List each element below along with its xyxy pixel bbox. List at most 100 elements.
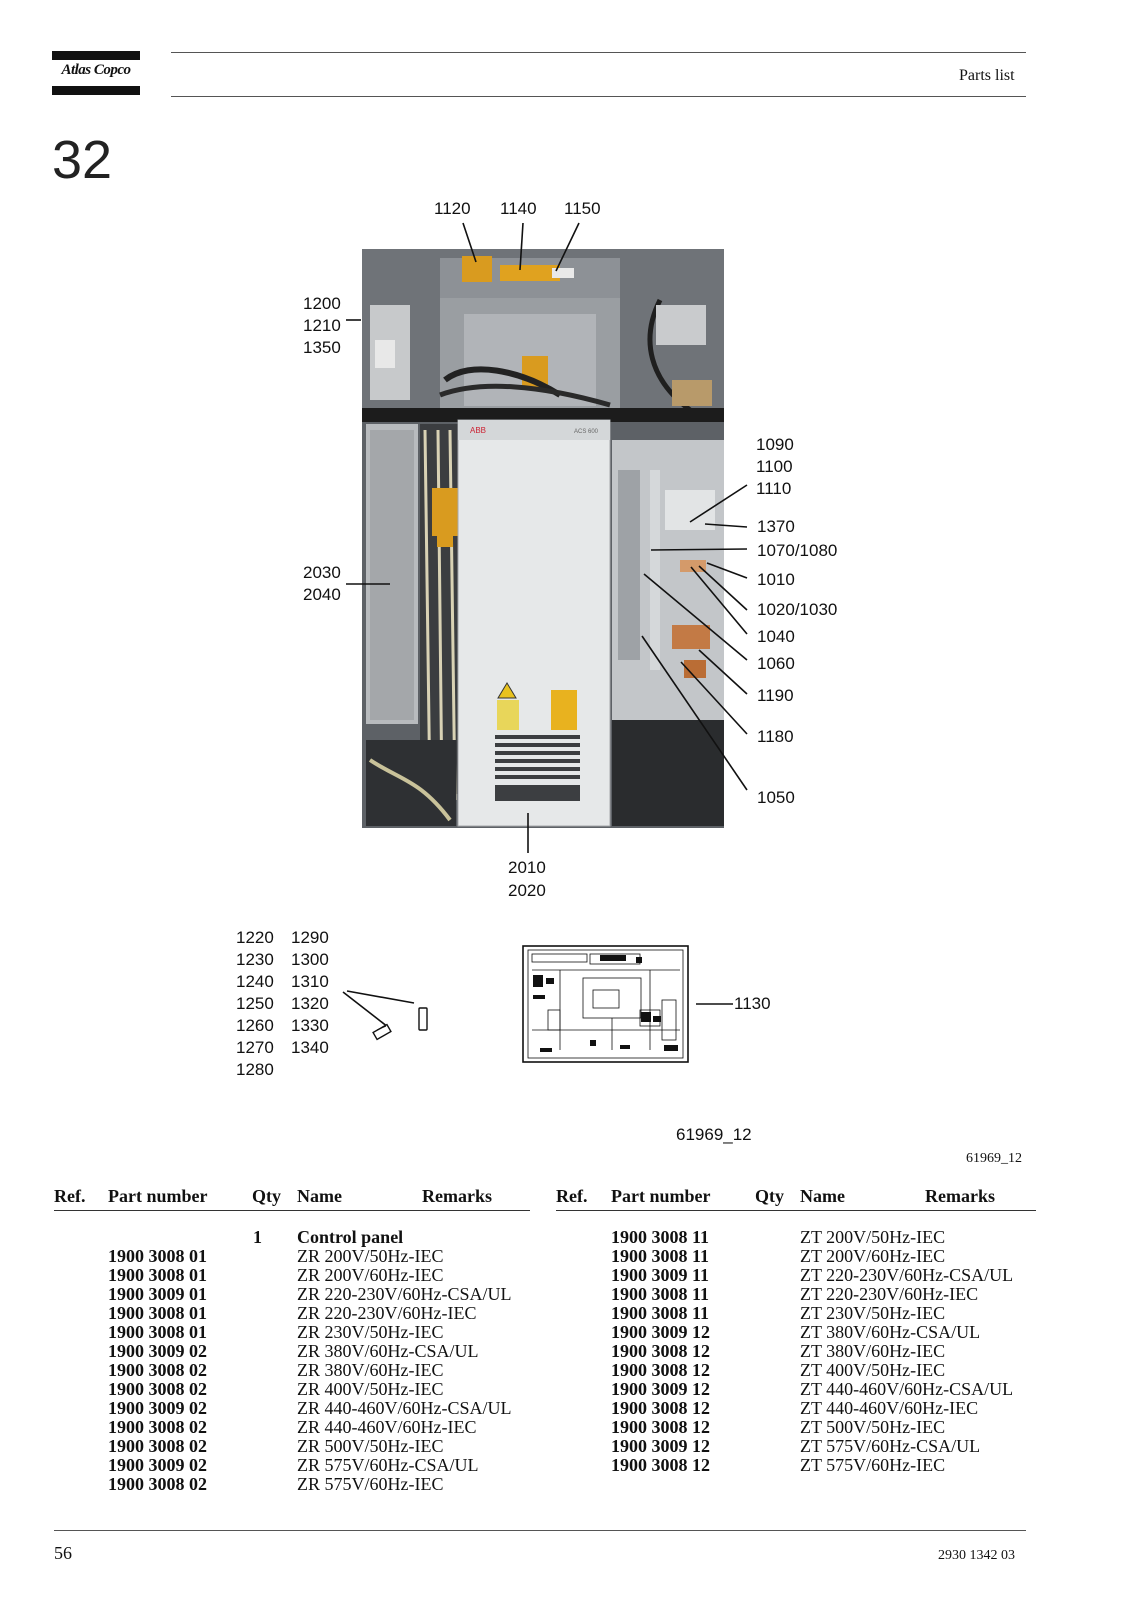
header-name-right: Name: [800, 1186, 845, 1206]
name-cell: ZR 575V/60Hz-IEC: [297, 1474, 444, 1494]
part-number-cell: 1900 3009 11: [611, 1265, 710, 1285]
callout-1310: 1310: [291, 972, 329, 991]
figure-id-label: 61969_12: [676, 1125, 752, 1144]
part-number-cell: 1900 3009 02: [108, 1398, 207, 1418]
callout-1320: 1320: [291, 994, 329, 1013]
callout-1260: 1260: [236, 1016, 274, 1035]
header-remarks-right: Remarks: [925, 1186, 995, 1206]
name-cell: ZT 575V/60Hz-CSA/UL: [800, 1436, 981, 1456]
name-cell: ZR 440-460V/60Hz-CSA/UL: [297, 1398, 512, 1418]
callout-1150: 1150: [564, 199, 601, 218]
name-cell: ZR 200V/60Hz-IEC: [297, 1265, 444, 1285]
part-number-cell: 1900 3008 11: [611, 1246, 710, 1266]
part-number-cell: 1900 3008 01: [108, 1265, 207, 1285]
name-cell: ZT 200V/60Hz-IEC: [800, 1246, 946, 1266]
qty-cell: [253, 1437, 262, 1456]
cabinet-photo-illustration: ABB ACS 600: [342, 222, 748, 1063]
header-remarks: Remarks: [422, 1186, 492, 1206]
part-number-cell: 1900 3009 12: [611, 1322, 710, 1342]
callout-2020: 2020: [508, 881, 546, 900]
callout-1110: 1110: [756, 479, 792, 498]
name-cell: ZT 220-230V/60Hz-IEC: [800, 1284, 979, 1304]
qty-cell: [253, 1266, 262, 1285]
callout-1280: 1280: [236, 1060, 274, 1079]
part-number-cell: 1900 3008 12: [611, 1341, 710, 1361]
drive-model-label: ACS 600: [574, 429, 599, 435]
name-cell: ZR 380V/60Hz-CSA/UL: [297, 1341, 479, 1361]
name-cell: ZT 220-230V/60Hz-CSA/UL: [800, 1265, 1014, 1285]
callout-1200: 1200: [303, 294, 341, 313]
name-cell: ZR 220-230V/60Hz-IEC: [297, 1303, 477, 1323]
name-cell: ZR 400V/50Hz-IEC: [297, 1379, 444, 1399]
callout-1100: 1100: [756, 457, 793, 476]
name-cell: ZR 440-460V/60Hz-IEC: [297, 1417, 477, 1437]
name-cell: ZT 440-460V/60Hz-IEC: [800, 1398, 979, 1418]
part-number-cell: 1900 3008 01: [108, 1322, 207, 1342]
name-cell: ZR 575V/60Hz-CSA/UL: [297, 1455, 479, 1475]
marker-tag-part: [418, 1007, 428, 1031]
part-number-cell: 1900 3009 02: [108, 1341, 207, 1361]
qty-cell: [253, 1418, 262, 1437]
part-number-cell: 1900 3008 11: [611, 1227, 710, 1247]
header-name: Name: [297, 1186, 342, 1206]
header-part-number-right: Part number: [611, 1186, 711, 1206]
callout-2030: 2030: [303, 563, 341, 582]
part-number-cell: 1900 3008 11: [611, 1284, 710, 1304]
part-number-cell: 1900 3009 12: [611, 1379, 710, 1399]
part-number-cell: 1900 3008 01: [108, 1246, 207, 1266]
callout-2040: 2040: [303, 585, 341, 604]
part-number-cell: 1900 3009 01: [108, 1284, 207, 1304]
header-top-rule: [171, 52, 1026, 53]
name-cell: ZT 200V/50Hz-IEC: [800, 1227, 946, 1247]
footer-rule: [54, 1530, 1026, 1531]
section-title: Parts list: [959, 67, 1015, 84]
callout-1210: 1210: [303, 316, 341, 335]
callout-1330: 1330: [291, 1016, 329, 1035]
part-number-cell: [108, 1228, 207, 1247]
wiring-diagram-thumbnail: [522, 945, 689, 1063]
name-cell: ZT 380V/60Hz-CSA/UL: [800, 1322, 981, 1342]
name-cell: ZT 400V/50Hz-IEC: [800, 1360, 946, 1380]
terminal-clip-part: [372, 1023, 392, 1041]
header-qty: Qty: [252, 1186, 281, 1206]
callout-1240: 1240: [236, 972, 274, 991]
callout-1040: 1040: [757, 627, 795, 646]
callout-1090: 1090: [756, 435, 794, 454]
callout-1270: 1270: [236, 1038, 274, 1057]
part-number-cell: 1900 3008 12: [611, 1455, 710, 1475]
header-bottom-rule: [171, 96, 1026, 97]
callout-1220: 1220: [236, 928, 274, 947]
callout-1060: 1060: [757, 654, 795, 673]
name-cell: Control panel: [297, 1227, 404, 1247]
callout-1140: 1140: [500, 199, 537, 218]
name-cell: ZR 220-230V/60Hz-CSA/UL: [297, 1284, 512, 1304]
figure-id-caption: 61969_12: [966, 1151, 1022, 1166]
callout-1020-1030: 1020/1030: [757, 600, 838, 619]
document-number: 2930 1342 03: [938, 1548, 1015, 1563]
qty-cell: [253, 1323, 262, 1342]
name-cell: ZT 440-460V/60Hz-CSA/UL: [800, 1379, 1014, 1399]
part-number-cell: 1900 3008 02: [108, 1360, 207, 1380]
part-number-cell: 1900 3008 02: [108, 1379, 207, 1399]
qty-cell: 1: [253, 1227, 262, 1247]
part-number-cell: 1900 3008 12: [611, 1417, 710, 1437]
part-number-cell: 1900 3008 11: [611, 1303, 710, 1323]
qty-cell: [253, 1304, 262, 1323]
callout-1010: 1010: [757, 570, 795, 589]
name-cell: ZR 200V/50Hz-IEC: [297, 1246, 444, 1266]
qty-cell: [253, 1361, 262, 1380]
header-ref-right: Ref.: [556, 1186, 588, 1206]
callout-1120: 1120: [434, 199, 471, 218]
left-qty-column: 1: [253, 1228, 262, 1494]
logo-text: Atlas Copco: [61, 62, 131, 78]
qty-cell: [253, 1247, 262, 1266]
part-number-cell: 1900 3008 01: [108, 1303, 207, 1323]
qty-cell: [253, 1475, 262, 1494]
part-number-cell: 1900 3008 02: [108, 1417, 207, 1437]
callout-1370: 1370: [757, 517, 795, 536]
callout-2010: 2010: [508, 858, 546, 877]
